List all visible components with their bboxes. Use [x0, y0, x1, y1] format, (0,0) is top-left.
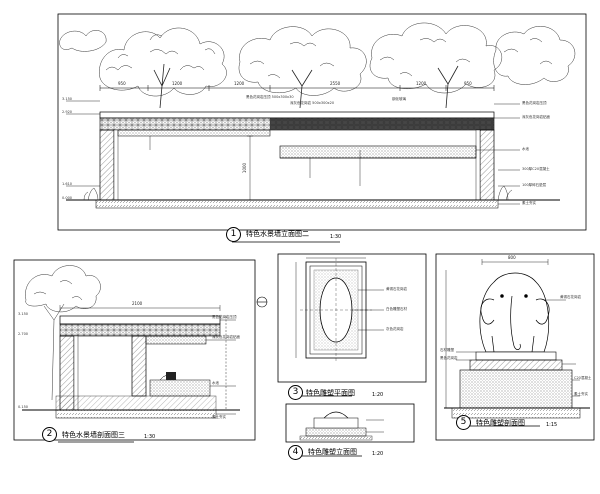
d3-callout-3: 灰色花岗岩 — [386, 327, 404, 331]
top-dim-3: 1200 — [234, 81, 245, 86]
d1-right-callout-2: 深灰色花岗岩贴面 — [522, 115, 550, 119]
drawing-4-title: 特色雕塑立面图 — [308, 448, 357, 456]
d2-callout-4: 素土夯实 — [212, 415, 226, 419]
elephant-sculpture — [479, 272, 550, 353]
drawing-5-title: 特色雕塑剖面图 — [476, 419, 525, 427]
drawing-2-scale: 1:30 — [144, 434, 156, 440]
drawing-4-number: 4 — [288, 445, 303, 460]
top-dim-4: 2550 — [330, 81, 341, 86]
drawing-4-elevation — [285, 403, 415, 457]
d1-right-callout-6: 素土夯实 — [522, 201, 536, 205]
d1-right-callout-4: 300厚C20混凝土 — [522, 167, 550, 171]
d3-callout-1: 黄锈石花岗岩 — [386, 287, 407, 291]
d2-level-1: 3.150 — [18, 312, 29, 316]
drawing-1-elevation — [57, 13, 587, 243]
d2-callout-1: 黑色花岗岩压顶 — [212, 315, 237, 319]
sculpture-width-dim: 800 — [508, 255, 516, 260]
section-pool — [149, 379, 211, 397]
drawing-2-number: 2 — [42, 427, 57, 442]
d5-left-callout-2: 黑色花岗岩 — [440, 356, 458, 360]
d1-right-callout-5: 100厚碎石垫层 — [522, 183, 547, 187]
d5-right-callout-2: C20混凝土 — [574, 376, 592, 380]
drawing-3-scale: 1:20 — [372, 392, 384, 398]
tree-foliage — [59, 22, 576, 97]
d1-level-1: 3.150 — [62, 97, 73, 101]
d1-level-2: 2.920 — [62, 110, 73, 114]
d1-top-callout-3: 钢化玻璃 — [392, 97, 406, 101]
tree-trunks — [153, 63, 459, 109]
d5-right-callout-1: 黄锈石花岗岩 — [560, 295, 581, 299]
d2-callout-2: 深灰色花岗岩贴面 — [212, 335, 240, 339]
drawing-2-title: 特色水景墙剖面图三 — [62, 431, 125, 439]
d1-level-4: 0.000 — [62, 196, 73, 200]
d3-callout-2: 白色雕塑石材 — [386, 307, 407, 311]
section-cut-marker — [256, 296, 268, 308]
elevation-height-dim: 1000 — [242, 162, 248, 174]
drawing-1-scale: 1:30 — [330, 234, 342, 240]
d2-level-3: 0.150 — [18, 405, 29, 409]
shrubs — [83, 185, 513, 201]
d2-level-2: 2.700 — [18, 332, 29, 336]
d1-top-callout-1: 黑色花岗岩压顶 500x300x30 — [246, 95, 294, 99]
drawing-1-title: 特色水景墙立面图二 — [246, 230, 309, 238]
top-dim-5: 1200 — [416, 81, 427, 86]
drawing-3-number: 3 — [288, 385, 303, 400]
section-width-dim: 2100 — [132, 301, 143, 306]
d1-right-callout-3: 水池 — [522, 147, 529, 151]
sculpture-base — [459, 369, 573, 409]
d1-right-callout-1: 黑色花岗岩压顶 — [522, 101, 547, 105]
drawing-5-number: 5 — [456, 415, 471, 430]
top-dimension-line — [99, 85, 495, 91]
top-dim-1: 950 — [118, 81, 126, 86]
drawing-2-section — [13, 259, 256, 443]
d5-right-callout-3: 素土夯实 — [574, 392, 588, 396]
drawing-3-title: 特色雕塑平面图 — [306, 389, 355, 397]
left-column — [99, 129, 115, 201]
pool-edge — [279, 145, 477, 159]
top-dim-2: 1200 — [172, 81, 183, 86]
d2-callout-3: 水池 — [212, 381, 219, 385]
drawing-1-number: 1 — [226, 227, 241, 242]
drawing-3-plan — [277, 253, 427, 397]
right-column — [479, 129, 495, 201]
top-dim-6: 950 — [464, 81, 472, 86]
d5-left-callout-1: 石材雕塑 — [440, 348, 454, 352]
drawing-5-section — [435, 253, 595, 441]
d1-top-callout-2: 深灰色花岗岩 500x300x20 — [290, 101, 335, 105]
drawing-4-scale: 1:20 — [372, 451, 384, 457]
drawing-5-scale: 1:15 — [546, 422, 558, 428]
d1-level-3: 1.610 — [62, 182, 73, 186]
